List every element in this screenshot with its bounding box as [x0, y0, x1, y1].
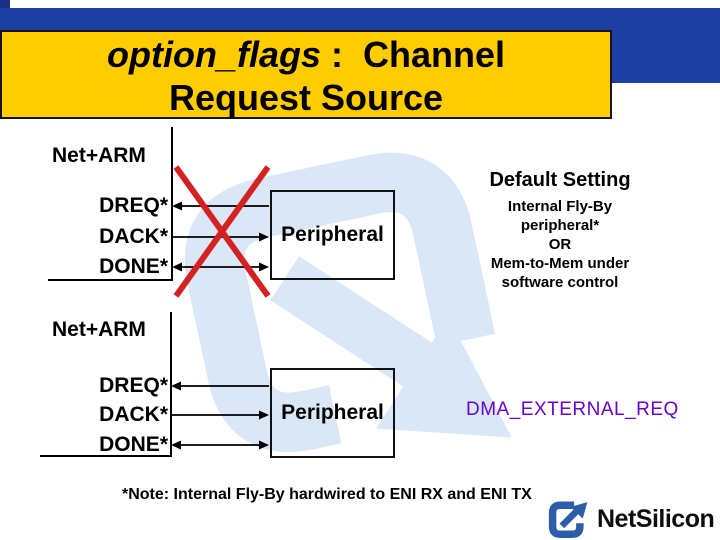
default-setting-text: Internal Fly-By peripheral* OR Mem-to-Me…: [450, 197, 670, 292]
diagram1-signal-arrows: [172, 201, 269, 272]
red-cross-out-icon: [173, 165, 271, 298]
diagram2-peripheral-box: Peripheral: [270, 368, 395, 458]
diagram2-signal-dreq: DREQ*: [99, 374, 168, 397]
dma-external-req-label: DMA_EXTERNAL_REQ: [466, 399, 679, 420]
default-setting-heading: Default Setting: [489, 169, 631, 191]
diagram1-host-label: Net+ARM: [52, 144, 146, 167]
title-line-2: Request Source: [168, 77, 444, 118]
diagram1-peripheral-box: Peripheral: [270, 190, 395, 280]
diagram1-peripheral-label: Peripheral: [281, 223, 384, 246]
footnote: *Note: Internal Fly-By hardwired to ENI …: [122, 486, 532, 503]
annotation-line: peripheral*: [520, 217, 600, 234]
banner-corner-accent: [0, 0, 10, 9]
diagram2-peripheral-label: Peripheral: [281, 401, 384, 424]
netsilicon-logo-icon: [548, 501, 588, 539]
diagram2-host-label: Net+ARM: [52, 318, 146, 341]
diagram2-signal-dack: DACK*: [99, 403, 168, 426]
diagram2-signal-arrows: [171, 381, 269, 450]
title-rest: : Channel: [320, 34, 505, 75]
annotation-line: OR: [548, 236, 572, 253]
title-line-1: option_flags : Channel: [2, 33, 610, 76]
annotation-line: software control: [501, 274, 619, 291]
netsilicon-wordmark: NetSilicon: [597, 505, 715, 533]
annotation-line: Mem-to-Mem under: [490, 255, 630, 272]
annotation-line: Internal Fly-By: [507, 198, 613, 215]
title-keyword: option_flags: [106, 34, 321, 75]
diagram1-signal-dreq: DREQ*: [99, 194, 168, 217]
page-title: option_flags : Channel Request Source: [0, 30, 612, 119]
diagram2-signal-done: DONE*: [99, 433, 168, 456]
diagram1-signal-dack: DACK*: [99, 225, 168, 248]
diagram1-signal-done: DONE*: [99, 255, 168, 278]
